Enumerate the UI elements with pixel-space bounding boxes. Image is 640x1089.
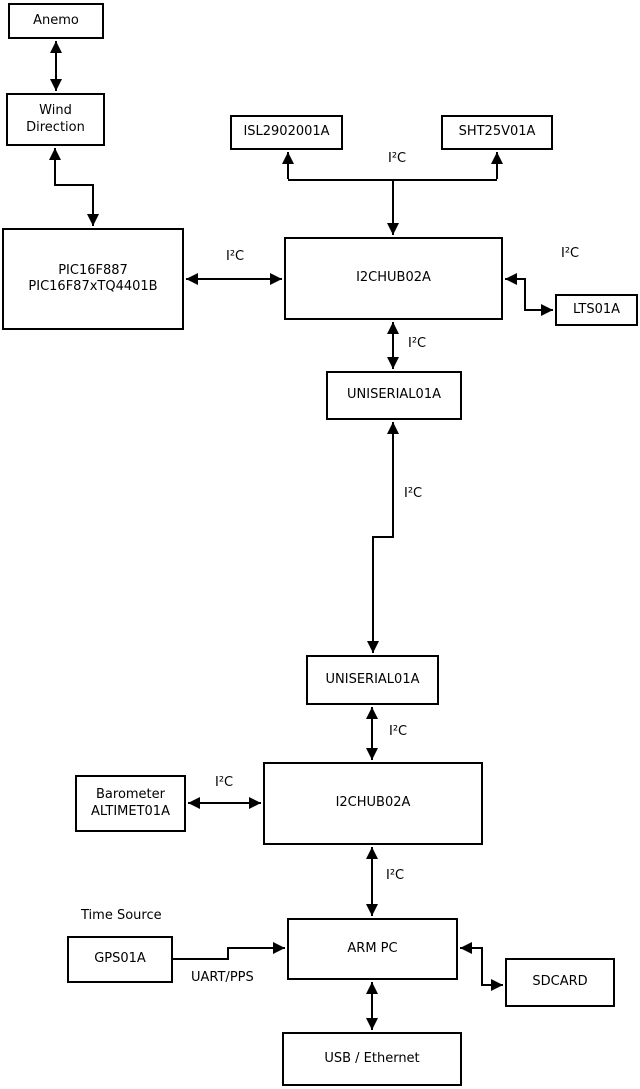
node-barometer-label-line2: ALTIMET01A [91,803,170,819]
node-arm-pc-label: ARM PC [347,940,398,956]
edge-label-i2c-uniserial-hub2: I²C [389,724,408,739]
node-isl2902001a: ISL2902001A [230,115,343,150]
node-gps01a: GPS01A [67,936,173,983]
node-usb-ethernet: USB / Ethernet [282,1032,462,1086]
node-sdcard-label: SDCARD [532,974,588,990]
node-sht25v01a: SHT25V01A [441,115,553,150]
node-lts01a: LTS01A [555,294,638,326]
node-lts01a-label: LTS01A [572,301,621,317]
node-gps01a-label: GPS01A [94,951,146,967]
node-i2chub02a-bottom-label: I2CHUB02A [335,795,411,811]
node-sht25v01a-label: SHT25V01A [458,124,536,140]
node-wind-direction-label-line1: Wind [39,103,72,119]
edge-label-uart-pps: UART/PPS [191,970,254,985]
edge-hubtop-lts [505,273,553,316]
node-i2chub02a-top-label: I2CHUB02A [356,270,431,286]
node-i2chub02a-bottom: I2CHUB02A [263,762,483,845]
node-barometer-altimet01a: Barometer ALTIMET01A [75,775,186,832]
edge-label-i2c-uniserial-link: I²C [404,486,423,501]
node-barometer-label-line1: Barometer [96,787,165,803]
node-wind-direction-label-line2: Direction [26,119,85,135]
node-anemo: Anemo [8,3,104,39]
node-pic16f887-label-line2: PIC16F87xTQ4401B [28,279,158,294]
edge-gps-armpc [173,942,285,960]
node-isl2902001a-label: ISL2902001A [243,124,330,140]
node-i2chub02a-top: I2CHUB02A [284,237,503,320]
node-wind-direction: Wind Direction [6,93,105,146]
edge-armpc-sdcard [460,942,503,991]
edge-label-i2c-bus-top: I²C [388,151,407,166]
node-sdcard: SDCARD [505,958,615,1007]
edge-label-i2c-hub-uniserial: I²C [408,336,427,351]
node-anemo-label: Anemo [33,12,79,28]
label-time-source: Time Source [81,908,162,923]
edge-label-i2c-pic-hub: I²C [226,249,245,264]
node-usb-ethernet-label: USB / Ethernet [324,1050,420,1066]
node-arm-pc: ARM PC [287,918,458,980]
edge-winddirection-pic [49,148,99,226]
node-uniserial01a-top-label: UNISERIAL01A [347,387,441,403]
edge-label-i2c-barometer: I²C [215,775,234,790]
node-pic16f887: PIC16F887 PIC16F87xTQ4401B [2,228,184,330]
node-pic16f887-label-line1: PIC16F887 [58,262,128,278]
edge-label-i2c-hub-lts: I²C [561,246,580,261]
node-uniserial01a-top: UNISERIAL01A [326,371,462,420]
edge-label-i2c-hub2-armpc: I²C [386,868,405,883]
edge-uniserialtop-uniserialbottom [367,422,399,653]
node-uniserial01a-bottom: UNISERIAL01A [306,655,439,705]
node-uniserial01a-bottom-label: UNISERIAL01A [325,671,420,687]
